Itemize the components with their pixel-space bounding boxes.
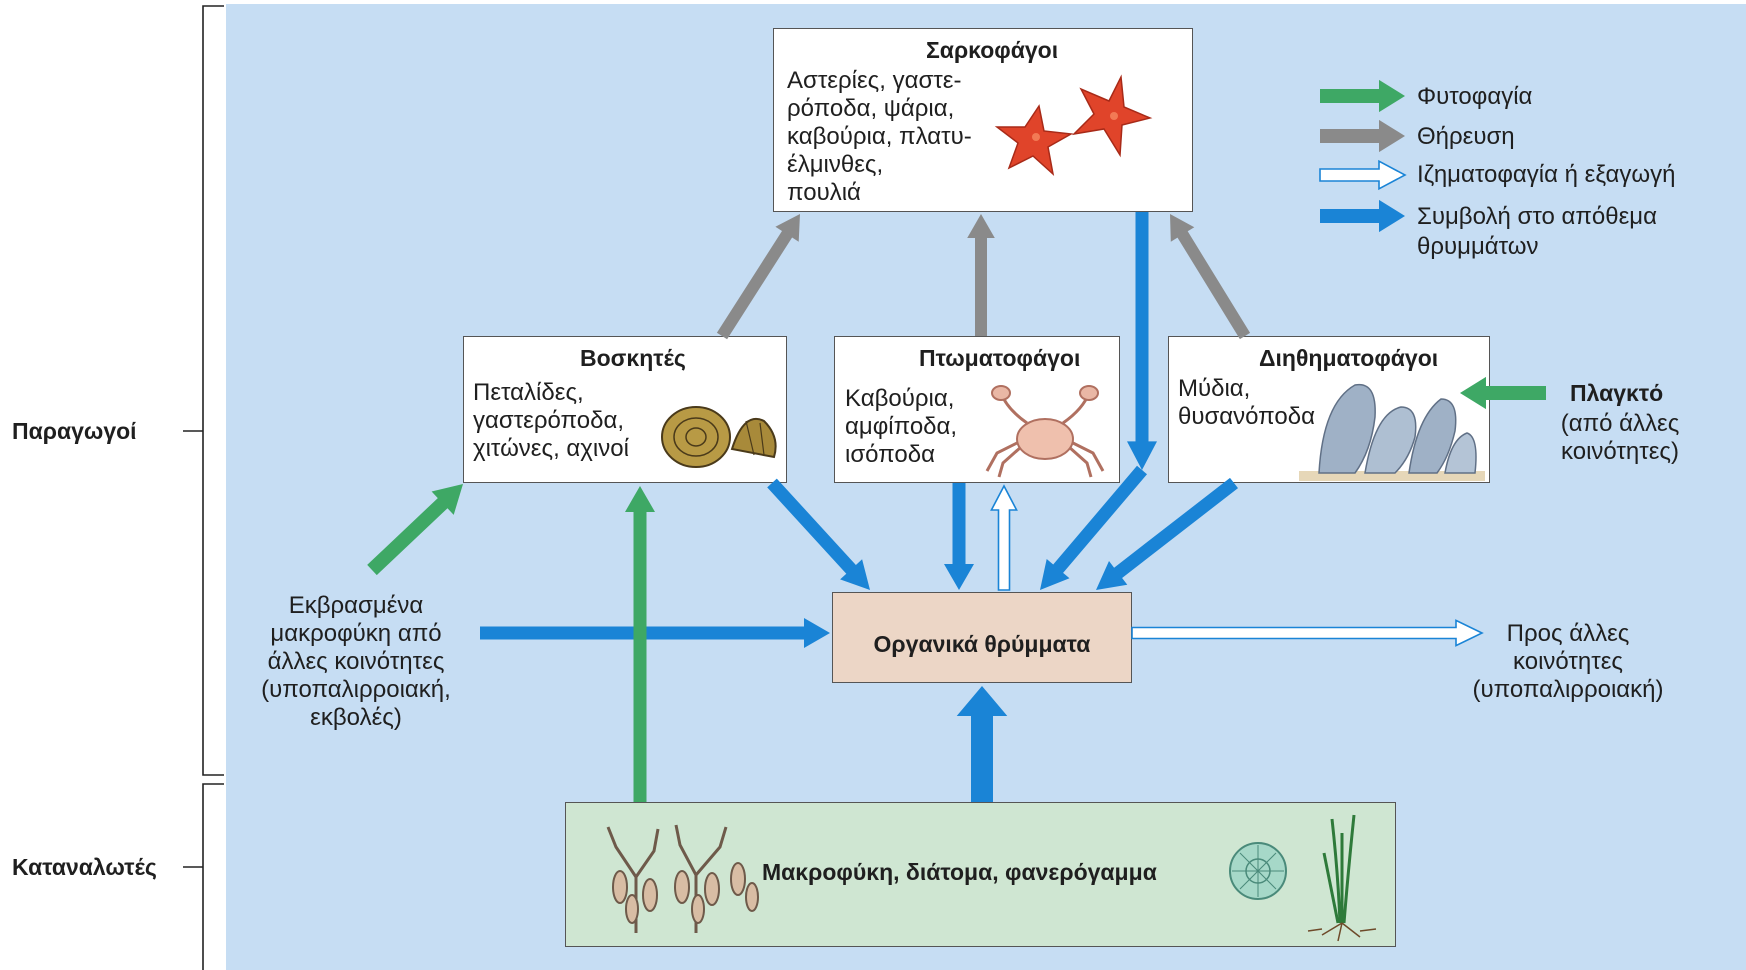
arrow-detritus-to-export — [1131, 619, 1484, 647]
scavengers-line-1: Καβούρια, — [845, 385, 955, 412]
carnivores-line-2: ρόποδα, ψάρια, — [787, 95, 955, 122]
producers-box: Μακροφύκη, διάτομα, φανερόγαμμα — [565, 802, 1396, 947]
arrow-stranded-to-grazers — [367, 484, 463, 576]
producers-title: Μακροφύκη, διάτομα, φανερόγαμμα — [762, 859, 1157, 885]
export-line-3: (υποπαλιρροιακή) — [1472, 676, 1664, 703]
arrow-producers-to-detritus — [956, 686, 1008, 802]
export-line-1: Προς άλλες — [1506, 620, 1630, 647]
seagrass-icon — [1307, 814, 1377, 942]
stranded-line-3: άλλες κοινότητες — [267, 648, 445, 675]
arrow-detritus-to-scavengers — [990, 484, 1018, 591]
arrow-producers-to-grazers — [625, 486, 655, 802]
mussels-icon — [1299, 383, 1485, 481]
filter-feeders-line-1: Μύδια, — [1178, 375, 1251, 402]
grazers-line-2: γαστερόποδα, — [473, 407, 624, 434]
filter-feeders-box: Διηθηματοφάγοι Μύδια, θυσανόποδα — [1168, 336, 1490, 483]
scavengers-line-2: αμφίποδα, — [845, 413, 958, 440]
stranded-line-5: εκβολές) — [310, 704, 402, 731]
arrow-plankton-to-filterfeeders — [1460, 376, 1546, 410]
legend-label-detritus-contribution: Συμβολή στο απόθεμα — [1417, 203, 1657, 230]
legend-arrow-predation — [1320, 119, 1405, 153]
legend-label-herbivory: Φυτοφαγία — [1417, 83, 1533, 110]
plankton-line-2: κοινότητες) — [1561, 438, 1679, 465]
stranded-line-2: μακροφύκη από — [270, 620, 442, 647]
carnivores-line-5: πουλιά — [787, 179, 861, 206]
carnivores-box: Σαρκοφάγοι Αστερίες, γαστε- ρόποδα, ψάρι… — [773, 28, 1193, 212]
arrow-grazers-to-detritus — [767, 478, 870, 590]
arrow-stranded-to-detritus — [480, 618, 830, 648]
grazers-title: Βοσκητές — [580, 345, 686, 371]
arrow-carnivores-to-detritus — [1127, 212, 1157, 470]
filter-feeders-line-2: θυσανόποδα — [1178, 403, 1315, 430]
legend-arrow-herbivory — [1320, 79, 1405, 113]
starfish-icon — [994, 74, 1153, 177]
export-line-2: κοινότητες — [1513, 648, 1623, 675]
consumers-side-label: Καταναλωτές — [12, 854, 157, 880]
carnivores-line-4: έλμινθες, — [787, 151, 884, 178]
plankton-line-1: (από άλλες — [1560, 410, 1680, 437]
arrow-scavengers-to-carnivores — [967, 214, 995, 336]
carnivores-title: Σαρκοφάγοι — [926, 37, 1059, 63]
scavengers-line-3: ισόποδα — [845, 441, 935, 468]
stranded-line-1: Εκβρασμένα — [288, 592, 424, 619]
crab-icon — [985, 385, 1105, 478]
legend-label-detritus-contribution-2: θρυμμάτων — [1417, 233, 1539, 260]
carnivores-line-1: Αστερίες, γαστε- — [787, 67, 962, 94]
grazers-box: Βοσκητές Πεταλίδες, γαστερόποδα, χιτώνες… — [463, 336, 787, 483]
legend-label-predation: Θήρευση — [1417, 123, 1515, 150]
grazers-line-3: χιτώνες, αχινοί — [473, 435, 629, 462]
diatom-icon — [1229, 842, 1287, 900]
carnivores-line-3: καβούρια, πλατυ- — [787, 123, 972, 150]
legend-label-detritivory-export: Ιζηματοφαγία ή εξαγωγή — [1417, 161, 1676, 188]
filter-feeders-title: Διηθηματοφάγοι — [1259, 345, 1439, 371]
seaweed-icon — [606, 824, 759, 933]
detritus-title: Οργανικά θρύμματα — [873, 631, 1091, 657]
stranded-line-4: (υποπαλιρροιακή, — [261, 676, 451, 703]
scavengers-box: Πτωματοφάγοι Καβούρια, αμφίποδα, ισόποδα — [834, 336, 1120, 483]
grazers-line-1: Πεταλίδες, — [473, 379, 584, 406]
limpet-shells-icon — [661, 406, 777, 468]
producers-bracket — [202, 5, 224, 776]
arrow-filterfeeders-to-carnivores — [1170, 214, 1251, 340]
consumers-bracket — [202, 783, 224, 970]
scavengers-title: Πτωματοφάγοι — [919, 345, 1081, 371]
arrow-scavengers-to-detritus — [944, 483, 974, 590]
legend-arrow-detritivory-export — [1319, 159, 1407, 191]
producers-side-label: Παραγωγοί — [12, 418, 137, 444]
arrow-carnivores-to-detritus-diag — [1040, 465, 1147, 590]
legend-arrow-detritus-contribution — [1320, 199, 1405, 233]
arrow-filterfeeders-to-detritus — [1096, 477, 1238, 590]
arrow-grazers-to-carnivores — [716, 214, 800, 340]
plankton-title: Πλαγκτό — [1570, 380, 1664, 406]
detritus-box: Οργανικά θρύμματα — [832, 592, 1132, 683]
